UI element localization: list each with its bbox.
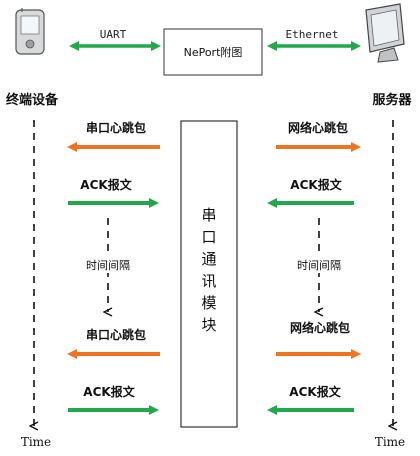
serial-heartbeat-label-2: 串口心跳包	[86, 327, 146, 342]
ack-label-right-2: ACK报文	[289, 384, 341, 399]
server-time-label: Time	[375, 435, 405, 449]
interval-label-right: 时间间隔	[297, 259, 341, 272]
ack-label-right-1: ACK报文	[290, 177, 342, 192]
uart-link-label: UART	[100, 28, 127, 41]
server-label: 服务器	[372, 92, 412, 108]
terminal-device-label: 终端设备	[6, 92, 59, 108]
terminal-device-icon	[15, 8, 45, 55]
server-monitor-icon	[365, 3, 405, 63]
serial-heartbeat-label-1: 串口心跳包	[86, 120, 146, 135]
neport-label: NePort附图	[184, 45, 243, 59]
ethernet-link-label: Ethernet	[286, 28, 339, 41]
network-heartbeat-label-1: 网络心跳包	[288, 120, 348, 135]
terminal-time-label: Time	[21, 435, 51, 449]
ack-label-left-1: ACK报文	[80, 177, 132, 192]
serial-module-box	[180, 120, 238, 428]
network-heartbeat-label-2: 网络心跳包	[290, 320, 350, 335]
neport-box	[163, 28, 263, 76]
ack-label-left-2: ACK报文	[83, 384, 135, 399]
interval-label-left: 时间间隔	[86, 259, 130, 272]
serial-module-label: 串口通讯模块	[201, 206, 216, 334]
